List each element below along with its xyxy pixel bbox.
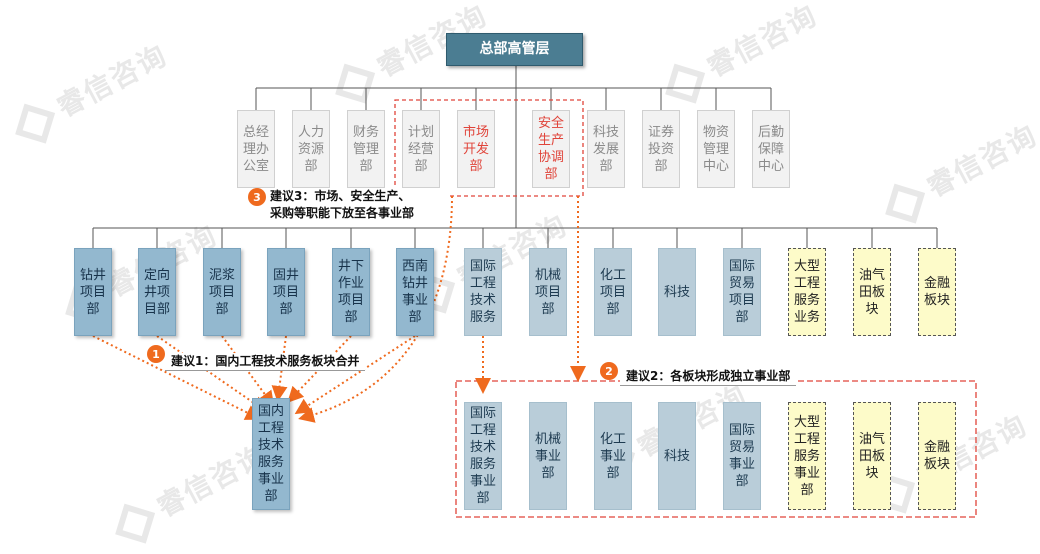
business-unit-box: 大型 工程 服务 业务 (788, 248, 826, 336)
highlight-box-independent (455, 380, 977, 518)
hq-department-box: 安全 生产 协调 部 (532, 110, 570, 188)
business-unit-box: 定向 井项 目部 (138, 248, 176, 336)
hq-department-box: 证券 投资 部 (642, 110, 680, 188)
independent-unit-box: 国际 贸易 事业 部 (723, 402, 761, 510)
suggestion-2-badge: 2 (600, 362, 618, 380)
hq-department-box: 物资 管理 中心 (697, 110, 735, 188)
org-chart: 睿信咨询 睿信咨询 睿信咨询 睿信咨询 睿信咨询 睿信咨询 睿信咨询 睿信咨询 … (15, 0, 1040, 544)
hq-department-box: 计划 经营 部 (402, 110, 440, 188)
business-unit-box: 泥浆 项目 部 (203, 248, 241, 336)
independent-unit-box: 科技 (658, 402, 696, 510)
independent-unit-box: 油气 田板 块 (853, 402, 891, 510)
hq-department-box: 科技 发展 部 (587, 110, 625, 188)
suggestion-3-text: 建议3：市场、安全生产、 采购等职能下放至各事业部 (270, 188, 450, 222)
independent-unit-box: 金融 板块 (918, 402, 956, 510)
hq-department-box: 后勤 保障 中心 (752, 110, 790, 188)
suggestion-3-badge: 3 (248, 188, 266, 206)
business-unit-box: 化工 项目 部 (594, 248, 632, 336)
highlight-box-hq (394, 99, 584, 197)
business-unit-box: 机械 项目 部 (529, 248, 567, 336)
hq-department-box: 财务 管理 部 (347, 110, 385, 188)
hq-department-box: 市场 开发 部 (457, 110, 495, 188)
hq-department-box: 总经 理办 公室 (237, 110, 275, 188)
business-unit-box: 固井 项目 部 (267, 248, 305, 336)
business-unit-box: 钻井 项目 部 (74, 248, 112, 336)
executive-box: 总部高管层 (446, 33, 583, 66)
independent-unit-box: 国际 工程 技术 服务 事业 部 (464, 402, 502, 510)
suggestion-1-badge: 1 (147, 345, 165, 363)
business-unit-box: 国际 贸易 项目 部 (723, 248, 761, 336)
business-unit-box: 国际 工程 技术 服务 (464, 248, 502, 336)
business-unit-box: 油气 田板 块 (853, 248, 891, 336)
independent-unit-box: 大型 工程 服务 事业 部 (788, 402, 826, 510)
hq-department-box: 人力 资源 部 (292, 110, 330, 188)
independent-unit-box: 化工 事业 部 (594, 402, 632, 510)
independent-unit-box: 机械 事业 部 (529, 402, 567, 510)
business-unit-box: 科技 (658, 248, 696, 336)
merged-unit-box: 国内 工程 技术 服务 事业 部 (252, 398, 290, 510)
business-unit-box: 金融 板块 (918, 248, 956, 336)
suggestion-2-text: 建议2：各板块形成独立事业部 (620, 368, 797, 386)
business-unit-box: 井下 作业 项目 部 (332, 248, 370, 336)
suggestion-1-text: 建议1：国内工程技术服务板块合并 (165, 353, 366, 371)
business-unit-box: 西南 钻井 事业 部 (396, 248, 434, 336)
